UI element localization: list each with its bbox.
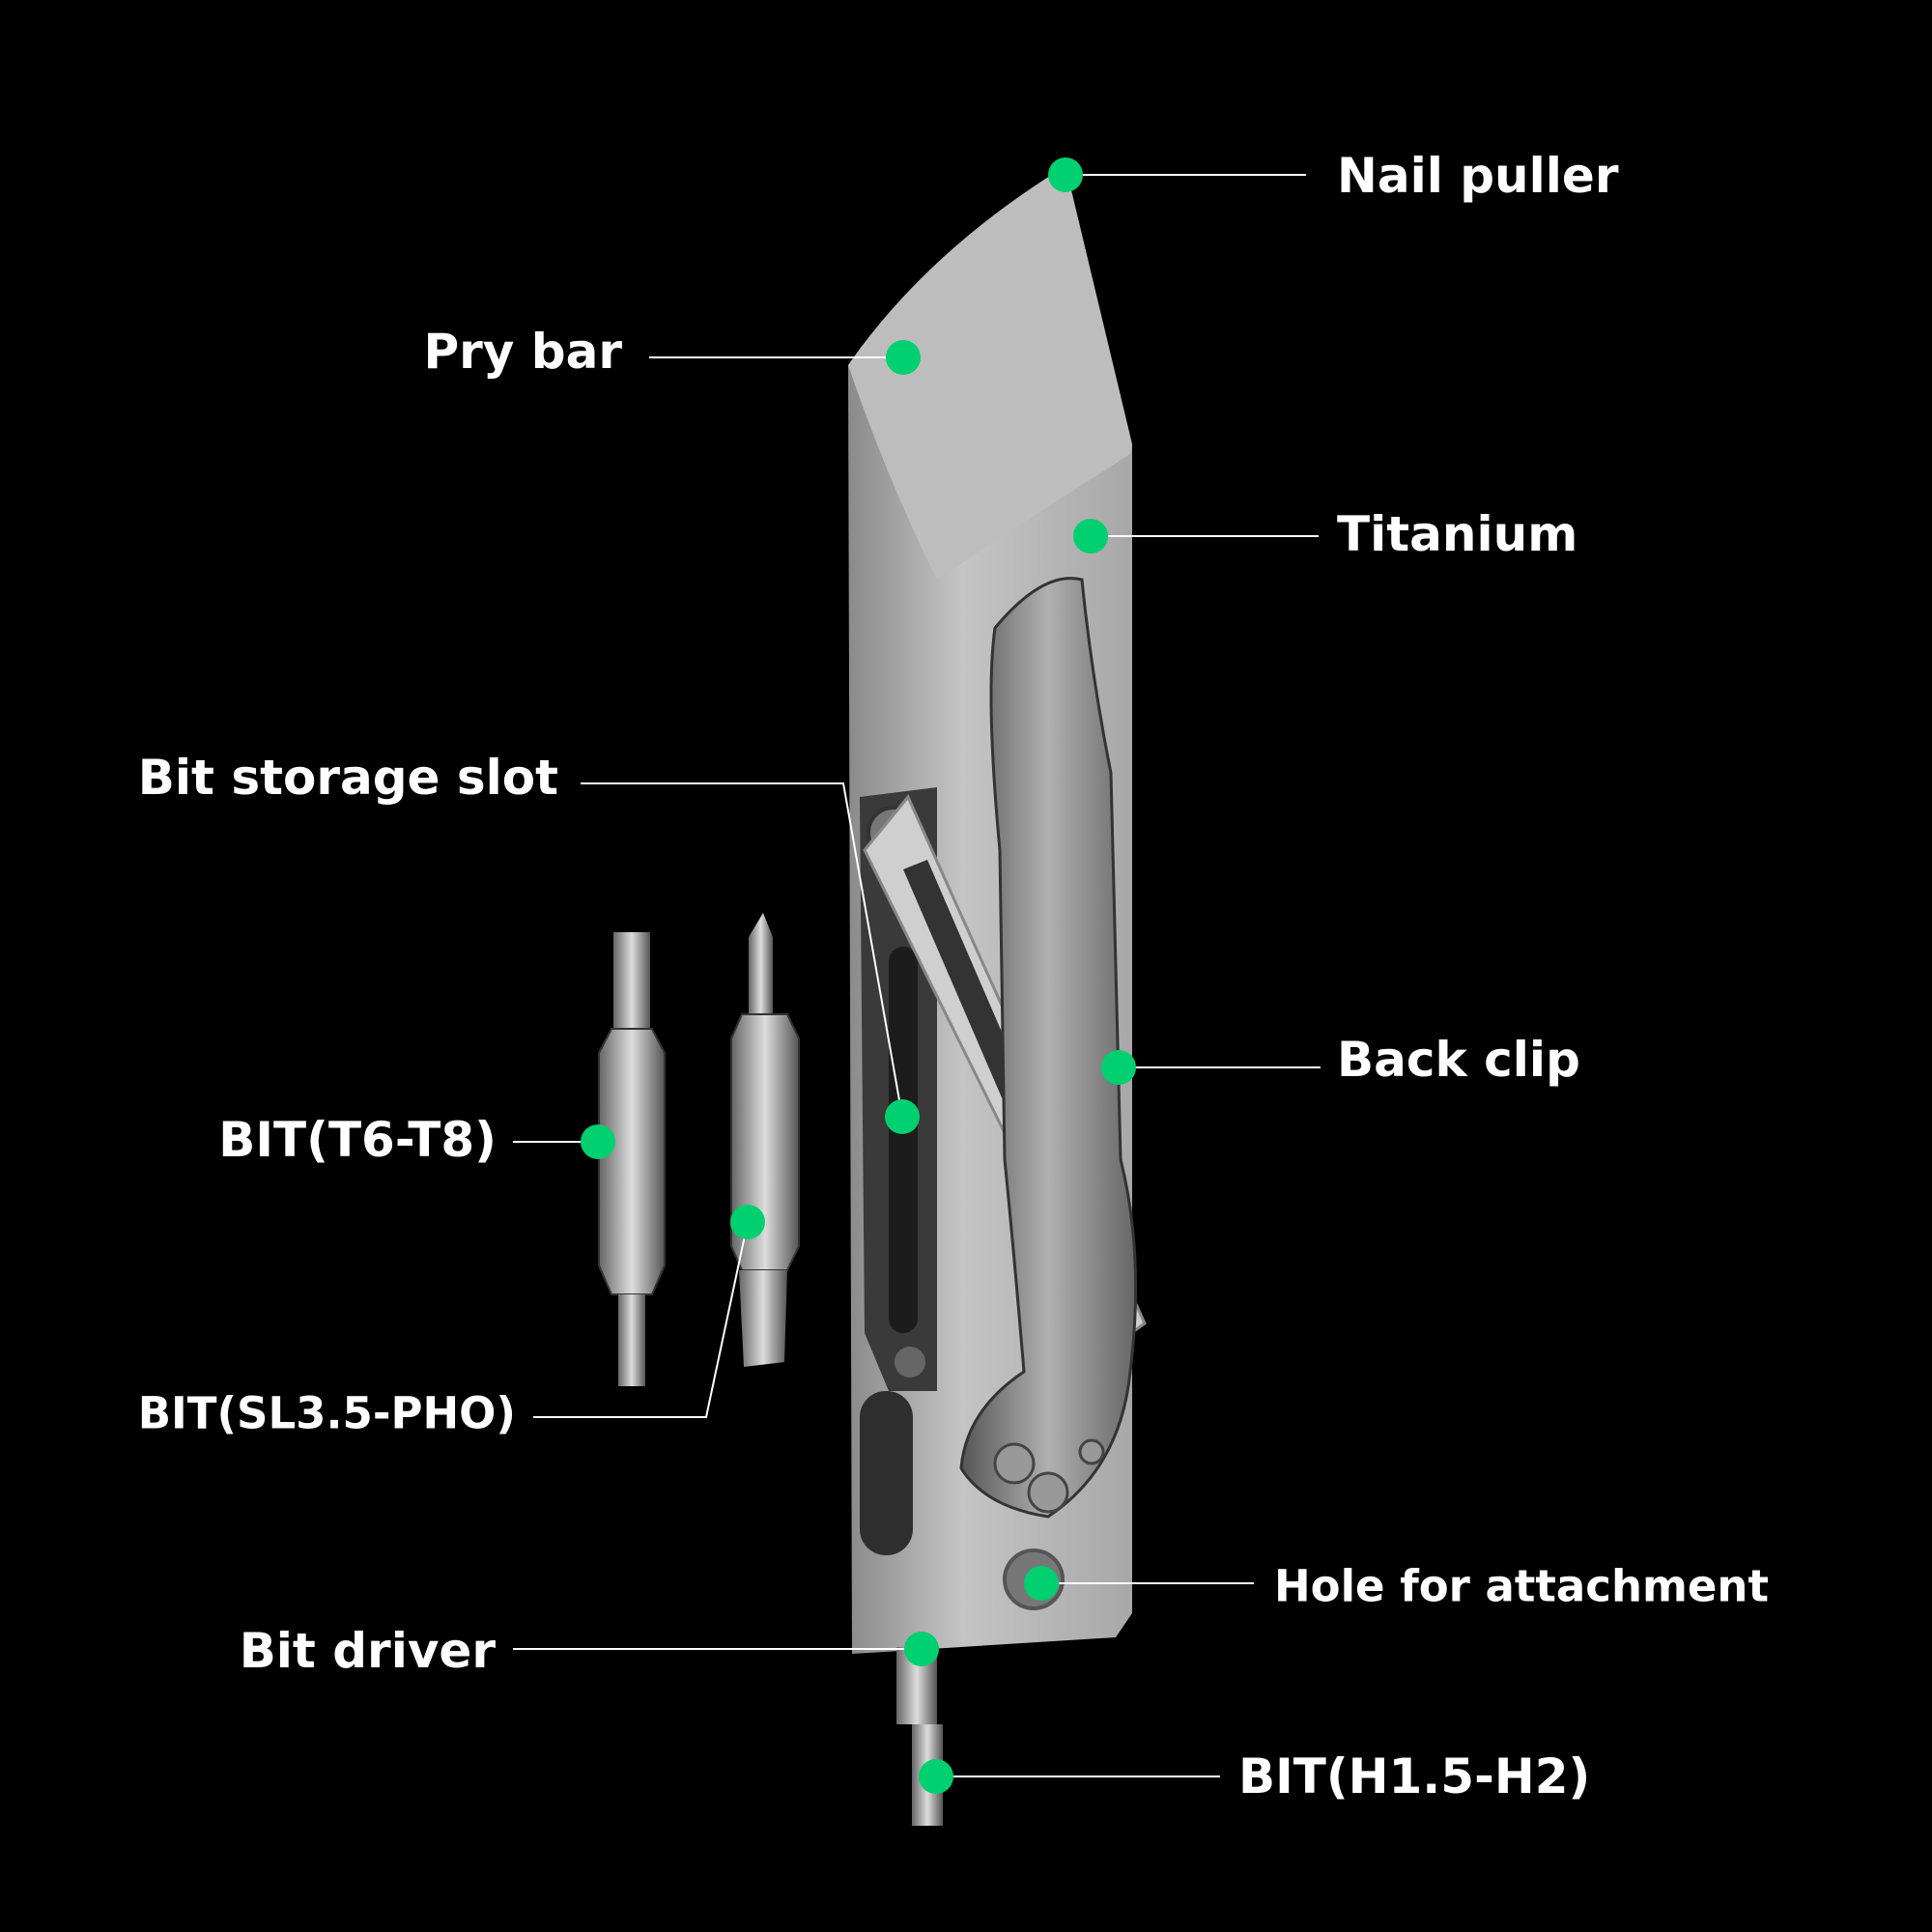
label-hole-for-attachment: Hole for attachment xyxy=(1274,1560,1769,1612)
marker-titanium xyxy=(1073,519,1108,554)
lower-plate xyxy=(860,1391,913,1555)
leader-bit-storage-slot xyxy=(581,782,903,1118)
leader-bit-sl35-pho xyxy=(533,1221,749,1418)
marker-nail-puller xyxy=(1048,157,1083,192)
bit-t6-t8-illustration xyxy=(598,932,666,1386)
label-pry-bar: Pry bar xyxy=(423,324,623,380)
label-back-clip: Back clip xyxy=(1337,1032,1580,1088)
label-titanium: Titanium xyxy=(1337,506,1578,562)
marker-bit-sl35-pho xyxy=(730,1205,765,1239)
screw-icon xyxy=(895,1347,925,1378)
label-bit-h15-h2: BIT(H1.5-H2) xyxy=(1238,1748,1591,1804)
marker-back-clip xyxy=(1101,1050,1136,1085)
marker-bit-driver xyxy=(904,1632,939,1666)
marker-pry-bar xyxy=(886,340,921,375)
back-clip xyxy=(959,577,1138,1519)
marker-bit-t6-t8 xyxy=(581,1124,615,1159)
pry-bar-bevel xyxy=(848,166,1132,580)
clip-screw-2 xyxy=(1027,1471,1069,1514)
label-bit-storage-slot: Bit storage slot xyxy=(137,750,558,806)
marker-bit-h xyxy=(919,1759,953,1794)
clip-screw-3 xyxy=(1078,1438,1105,1465)
clip-screw-1 xyxy=(993,1442,1036,1485)
marker-hole xyxy=(1024,1566,1059,1601)
bit-sl35-pho-illustration xyxy=(730,913,800,1367)
label-nail-puller: Nail puller xyxy=(1337,148,1619,204)
label-bit-t6-t8: BIT(T6-T8) xyxy=(218,1112,497,1168)
marker-bit-storage-slot xyxy=(885,1099,920,1134)
storage-slot xyxy=(889,947,918,1333)
label-bit-driver: Bit driver xyxy=(239,1623,496,1679)
label-bit-sl35-pho: BIT(SL3.5-PHO) xyxy=(137,1387,516,1439)
